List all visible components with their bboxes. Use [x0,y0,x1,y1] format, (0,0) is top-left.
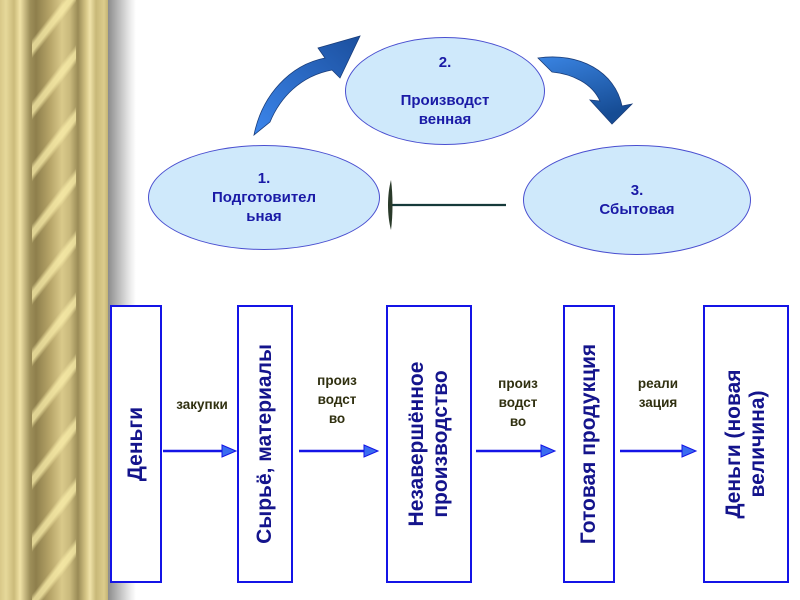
stage-number: 1. [257,170,271,187]
flow-box-money: Деньги [110,305,162,583]
flow-box-finished-goods: Готовая продукция [563,305,615,583]
flow-box-label-line: Готовая продукция [577,343,600,545]
transition-label-line: зация [638,395,678,410]
stage-preparatory-ellipse: 1. Подготовител ьная [148,145,380,250]
flow-box-label-line: Деньги (новая [722,369,745,519]
flow-box-label: Деньги [124,407,148,481]
stage-sales-ellipse: 3. Сбытовая [523,145,751,255]
flow-box-label-line: Незавершённое [405,361,428,527]
flow-box-label-line: Сырьё, материалы [253,344,276,544]
arrow-3-to-1-icon [388,180,506,230]
stage-label-line: Производст [400,92,490,109]
stage-label-line: Подготовител [211,189,317,206]
stage-number: 3. [630,182,644,199]
flow-box-label: Готовая продукция [577,344,601,544]
stage-label-line: Сбытовая [599,201,675,218]
stage-number: 2. [438,54,452,71]
transition-label-line: водст [317,392,357,407]
flow-box-label: Сырьё, материалы [253,344,277,544]
transition-label-line: водст [498,395,538,410]
transition-label-line: произ [317,373,357,388]
flow-box-label-line: Деньги [124,406,147,482]
flow-box-work-in-progress: Незавершённое производство [386,305,472,583]
curved-arrow-2-to-3-icon [537,56,634,125]
flow-arrow-4 [620,444,698,458]
transition-label-sales: реали зация [623,374,693,412]
transition-label-line: произ [498,376,538,391]
flow-box-label-line: величина) [746,390,769,498]
flow-box-label: Незавершённое производство [405,362,453,527]
flow-arrow-2 [299,444,380,458]
flow-box-money-new-value: Деньги (новая величина) [703,305,789,583]
transition-label-production-1: произ водст во [302,371,372,428]
flow-arrow-1 [163,444,238,458]
stage-production-ellipse: 2. Производст венная [345,37,545,145]
transition-label-purchases: закупки [167,395,237,414]
curved-arrow-1-to-2-icon [253,35,361,137]
flow-arrow-3 [476,444,557,458]
transition-label-line: закупки [176,397,228,412]
stage-label-line: ьная [246,208,282,225]
flow-box-label-line: производство [429,370,452,518]
transition-label-production-2: произ водст во [483,374,553,431]
transition-label-line: во [328,411,346,426]
frame-twist-pattern [32,0,76,600]
flow-box-raw-materials: Сырьё, материалы [237,305,293,583]
stage-label-line: венная [418,111,472,128]
transition-label-line: реали [637,376,679,391]
decorative-frame [0,0,108,600]
transition-label-line: во [509,414,527,429]
flow-box-label: Деньги (новая величина) [722,369,770,518]
